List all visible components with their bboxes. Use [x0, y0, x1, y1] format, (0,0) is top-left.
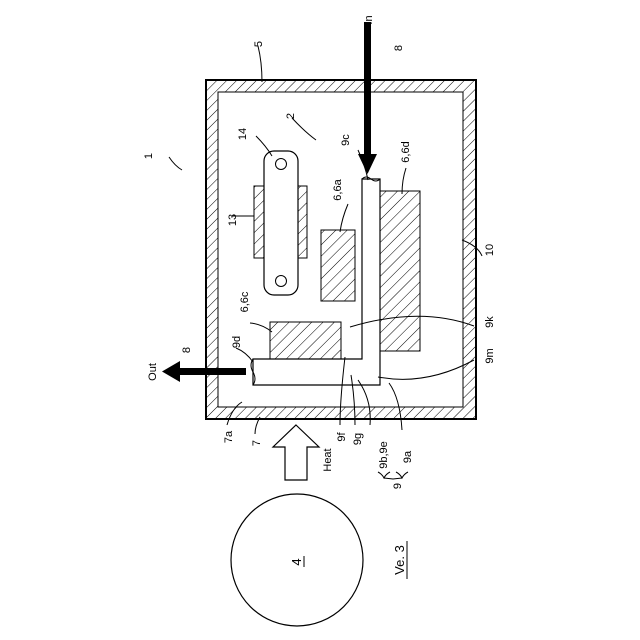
cooler-6d — [380, 191, 420, 351]
label-9a: 9a — [402, 450, 414, 463]
label-8-top: 8 — [393, 45, 405, 51]
heat-arrow — [273, 425, 319, 480]
label-6-6a: 6,6a — [332, 178, 344, 200]
bracket-14 — [264, 151, 298, 295]
label-13: 13 — [227, 214, 239, 226]
cooler-6a — [321, 230, 355, 301]
label-6-6d: 6,6d — [400, 141, 412, 162]
label-9m: 9m — [484, 348, 496, 363]
outflow-arrow — [162, 361, 246, 382]
label-7a: 7a — [223, 430, 235, 443]
label-9c: 9c — [340, 134, 352, 146]
label-out: Out — [147, 363, 159, 381]
label-2: 2 — [285, 113, 297, 119]
label-9d: 9d — [231, 336, 243, 348]
label-6-6c: 6,6c — [239, 291, 251, 312]
label-heat: Heat — [322, 448, 334, 471]
label-4: 4 — [289, 558, 304, 565]
label-10: 10 — [484, 244, 496, 256]
label-5: 5 — [253, 41, 265, 47]
inflow-arrow — [358, 22, 377, 174]
brace-9b9e — [378, 472, 390, 478]
figure-caption: Ve. 3 — [392, 545, 407, 575]
label-9k: 9k — [484, 316, 496, 328]
label-1: 1 — [143, 153, 155, 159]
label-8-left: 8 — [181, 347, 193, 353]
label-in: In — [363, 15, 375, 24]
label-9g: 9g — [352, 433, 364, 445]
label-7: 7 — [251, 440, 263, 446]
label-14: 14 — [237, 128, 249, 140]
cooler-6c — [270, 322, 341, 359]
brace-9a — [396, 472, 408, 478]
label-9f: 9f — [336, 431, 348, 441]
label-9: 9 — [392, 483, 404, 489]
label-9b9e: 9b,9e — [378, 441, 390, 469]
brace-join — [384, 478, 402, 479]
